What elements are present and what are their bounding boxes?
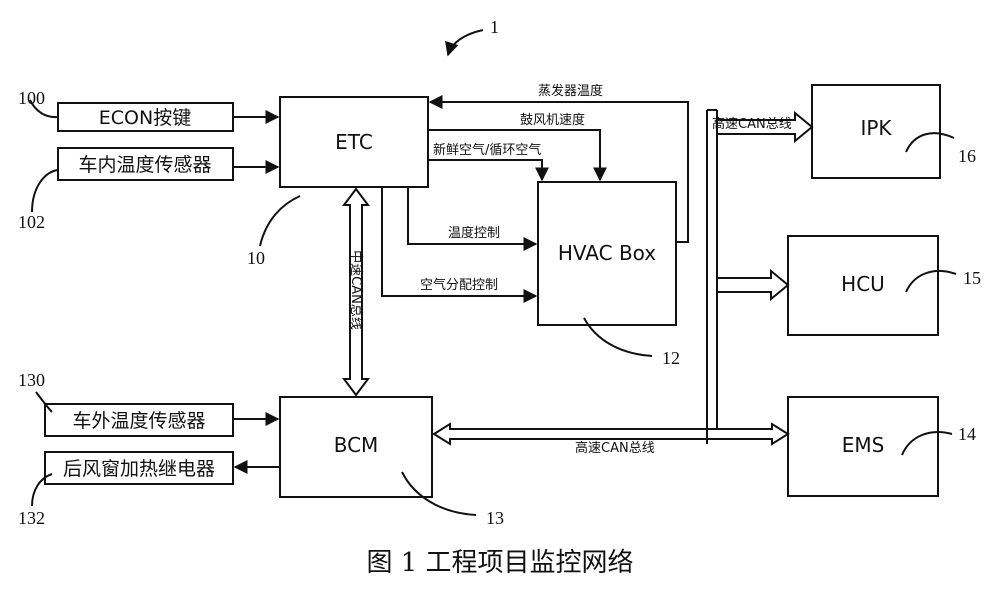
figure-caption: 图 1 工程项目监控网络 (366, 548, 633, 578)
high-speed-can-bus (432, 109, 814, 446)
rear-window-heater-relay-block: 后风窗加热继电器 (44, 451, 234, 485)
ipk-label: IPK (860, 116, 892, 140)
econ-button-block: ECON按键 (57, 102, 234, 132)
mid-speed-can-bus (342, 187, 370, 397)
outside-temp-sensor-label: 车外温度传感器 (72, 410, 205, 432)
cabin-temp-sensor-label: 车内温度传感器 (78, 154, 211, 176)
hcu-block: HCU (787, 235, 939, 336)
ref-16: 16 (958, 146, 976, 166)
ems-label: EMS (842, 433, 885, 457)
ref-14: 14 (958, 424, 976, 444)
ref-130: 130 (18, 370, 45, 390)
temp-control-label: 温度控制 (448, 225, 500, 241)
figure-ref-arrow (445, 29, 484, 57)
ref-13: 13 (486, 508, 504, 528)
bcm-label: BCM (334, 433, 379, 457)
ref-13-leader (401, 471, 477, 516)
ipk-block: IPK (811, 84, 941, 179)
ref-16-leader (905, 132, 955, 153)
ems-block: EMS (787, 396, 939, 497)
ref-14-leader (901, 431, 953, 456)
figure-ref-number: 1 (490, 17, 499, 37)
ref-100: 100 (18, 88, 45, 108)
cabin-temp-sensor-block: 车内温度传感器 (57, 147, 234, 181)
ref-100-leader (29, 99, 59, 119)
evaporator-temp-label: 蒸发器温度 (538, 83, 603, 99)
ref-132-leader (31, 473, 53, 507)
rear-window-heater-relay-label: 后风窗加热继电器 (63, 458, 215, 480)
blower-speed-label: 鼓风机速度 (520, 112, 585, 128)
ref-130-leader (35, 391, 53, 413)
ref-102-leader (31, 169, 59, 213)
high-speed-can-label-top: 高速CAN总线 (712, 116, 792, 132)
hvac-box-label: HVAC Box (558, 241, 656, 265)
ref-132: 132 (18, 508, 45, 528)
hvac-box-block: HVAC Box (537, 181, 677, 326)
outside-temp-sensor-block: 车外温度传感器 (44, 403, 234, 437)
etc-label: ETC (335, 130, 373, 154)
econ-button-label: ECON按键 (99, 107, 191, 129)
ref-102: 102 (18, 212, 45, 232)
hcu-label: HCU (841, 272, 885, 296)
blower-speed-arrow (428, 129, 607, 182)
ref-15: 15 (963, 268, 981, 288)
ref-12-leader (583, 317, 653, 357)
fresh-recirc-label: 新鲜空气/循环空气 (433, 142, 541, 158)
ref-15-leader (905, 269, 957, 293)
air-distribution-arrow (381, 187, 538, 303)
ref-10-leader (259, 195, 301, 247)
air-distribution-label: 空气分配控制 (420, 277, 498, 293)
evaporator-temp-arrow (428, 95, 689, 243)
ref-10: 10 (247, 248, 265, 268)
mid-speed-can-label: 中速CAN总线 (348, 250, 363, 330)
etc-block: ETC (279, 96, 429, 188)
fresh-recirc-arrow (428, 159, 549, 182)
temp-control-arrow (407, 187, 538, 251)
high-speed-can-label-bottom: 高速CAN总线 (575, 440, 655, 456)
ref-12: 12 (662, 348, 680, 368)
